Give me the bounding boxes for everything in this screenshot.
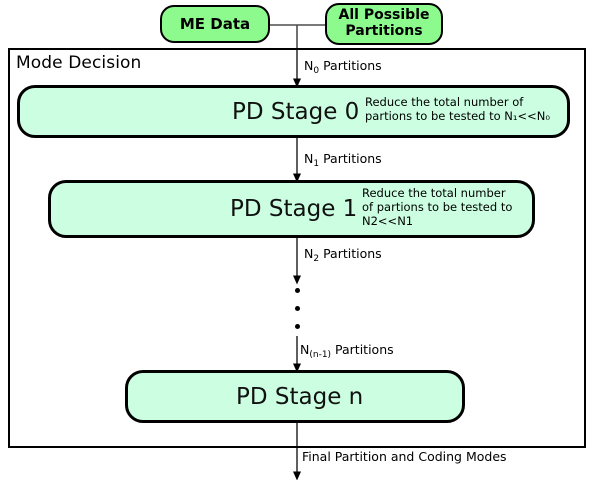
stage-title-pd-stage-n: PD Stage n	[236, 384, 364, 410]
stage-note-pd-stage-1: Reduce the total number of partions to b…	[362, 186, 540, 228]
flow-label-suffix: Partitions	[331, 342, 394, 357]
stage-title-pd-stage-1: PD Stage 1	[230, 196, 358, 222]
stage-box-pd-stage-1[interactable]	[48, 180, 535, 238]
flow-label-subscript: 1	[313, 158, 320, 169]
flow-label-n2-partitions: N2 Partitions	[304, 246, 382, 264]
flow-label-suffix: Partitions	[319, 151, 382, 166]
stage-note-pd-stage-0: Reduce the total number of partions to b…	[365, 95, 570, 123]
mode-decision-frame	[8, 48, 586, 448]
source-box-all-possible-partitions-label: All Possible Partitions	[338, 7, 430, 39]
flow-label-suffix: Partitions	[319, 246, 382, 261]
flow-label-base: N	[304, 58, 314, 73]
stage-note-line: Reduce the total number	[362, 186, 506, 200]
flow-label-base: N	[300, 342, 310, 357]
mode-decision-label: Mode Decision	[16, 53, 142, 73]
source-box-all-possible-partitions[interactable]: All Possible Partitions	[325, 3, 443, 45]
stage-note-line: of partions to be tested to	[362, 200, 513, 215]
source-box-me-data-label: ME Data	[179, 14, 251, 33]
source-box-me-data[interactable]: ME Data	[160, 5, 270, 43]
flow-label-subscript: 0	[313, 65, 320, 76]
stage-box-pd-stage-n[interactable]	[125, 370, 465, 423]
stage-note-line: N2<<N1	[362, 214, 414, 229]
flow-label-base: N	[304, 151, 314, 166]
ellipsis-dot-icon	[295, 324, 300, 329]
ellipsis-dot-icon	[295, 288, 300, 293]
stage-box-pd-stage-0[interactable]	[17, 85, 570, 138]
flow-label-n0-partitions: N0 Partitions	[304, 58, 382, 76]
flow-label-final-output: Final Partition and Coding Modes	[302, 449, 507, 464]
flow-label-suffix: Partitions	[319, 58, 382, 73]
stage-note-line: Reduce the total number of	[365, 95, 524, 109]
stage-title-pd-stage-0: PD Stage 0	[232, 99, 360, 125]
ellipsis-dot-icon	[295, 306, 300, 311]
flow-label-base: N	[304, 246, 314, 261]
flow-label-n-minus-1-partitions: N(n-1) Partitions	[300, 342, 394, 360]
flow-label-n1-partitions: N1 Partitions	[304, 151, 382, 169]
flow-label-subscript: 2	[313, 253, 320, 264]
stage-note-line: partions to be tested to N₁<<N₀	[365, 109, 550, 124]
flow-label-subscript: (n-1)	[309, 349, 332, 360]
